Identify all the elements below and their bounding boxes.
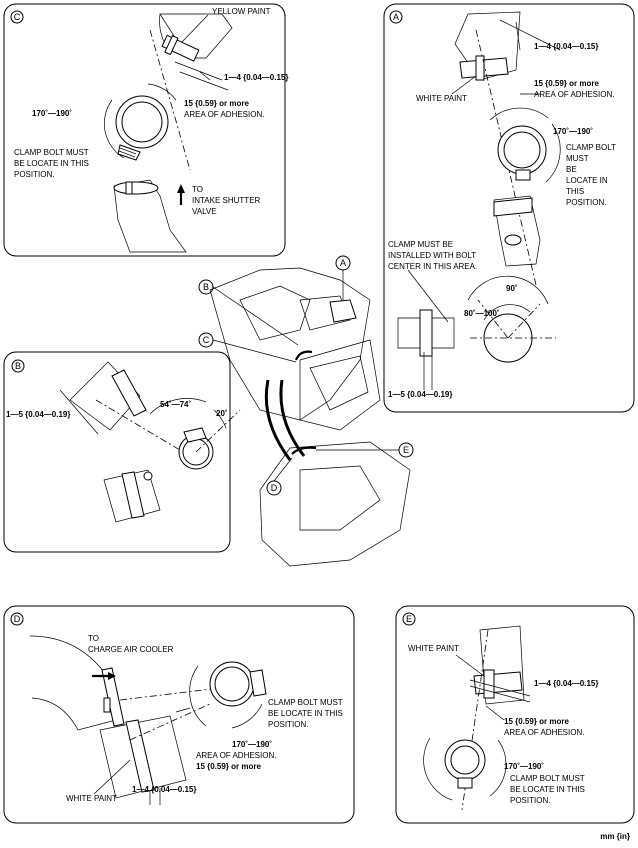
c-clamp-line3: POSITION. — [14, 170, 54, 179]
panel-b: B 1—5 {0.04—0.19} 54˚—74˚ 20˚ — [3, 351, 241, 553]
d-clamp-line1: CLAMP BOLT MUST — [268, 698, 343, 707]
panel-e-label: E — [406, 614, 412, 624]
e-white-paint: WHITE PAINT — [408, 644, 459, 653]
c-to-line3: VALVE — [192, 207, 217, 216]
panel-d-label: D — [14, 614, 21, 624]
panel-b-label: B — [15, 361, 21, 371]
d-clamp-line3: POSITION. — [268, 720, 308, 729]
c-yellow-paint-label: YELLOW PAINT — [212, 7, 271, 16]
a-angle: 170˚—190˚ — [553, 127, 593, 136]
a-adhesion-value: 15 {0.59} or more — [534, 79, 599, 88]
panel-d-marker — [10, 612, 24, 626]
units-label: mm {in} — [600, 832, 630, 841]
d-clamp-line2: BE LOCATE IN THIS — [268, 709, 343, 718]
e-gap: 1—4 {0.04—0.15} — [534, 679, 599, 688]
engine-callout-e: E — [403, 445, 409, 455]
panel-c-marker — [10, 10, 24, 24]
panel-c-label: C — [14, 12, 21, 22]
a-clamp-line6: POSITION. — [566, 198, 606, 207]
a-gap-bottom: 1—5 {0.04—0.19} — [388, 390, 453, 399]
a-clamp-line4: LOCATE IN — [566, 176, 608, 185]
engine-callout-c: C — [203, 335, 210, 345]
c-adhesion-text: AREA OF ADHESION. — [184, 110, 264, 119]
engine-callout-b: B — [203, 282, 209, 292]
c-angle: 170˚—190˚ — [32, 109, 72, 118]
d-adhesion-text: AREA OF ADHESION. — [196, 751, 276, 760]
panel-c: C YELLOW PAINT 1—4 {0.04—0.15} 15 {0.59}… — [3, 3, 289, 257]
c-to-line2: INTAKE SHUTTER — [192, 196, 261, 205]
e-adhesion-text: AREA OF ADHESION. — [504, 728, 584, 737]
panel-e-marker — [402, 612, 416, 626]
e-clamp-line1: CLAMP BOLT MUST — [510, 774, 585, 783]
e-angle: 170˚—190˚ — [504, 762, 544, 771]
b-angle-range: 54˚—74˚ — [160, 400, 191, 409]
a-install-line3: CENTER IN THIS AREA. — [388, 262, 477, 271]
a-angle-80-100: 80˚—100˚ — [464, 309, 500, 318]
c-to-line1: TO — [192, 185, 203, 194]
a-clamp-line1: CLAMP BOLT — [566, 143, 616, 152]
a-clamp-line2: MUST — [566, 154, 589, 163]
panel-b-marker — [11, 359, 25, 373]
b-angle-20: 20˚ — [216, 409, 228, 418]
e-adhesion-value: 15 {0.59} or more — [504, 717, 569, 726]
a-angle-90: 90˚ — [506, 284, 518, 293]
d-to-line2: CHARGE AIR COOLER — [88, 645, 174, 654]
d-to-line1: TO — [88, 634, 99, 643]
c-clamp-line2: BE LOCATE IN THIS — [14, 159, 89, 168]
panel-a-marker — [389, 10, 403, 24]
d-gap: 1—4 {0.04—0.15} — [132, 785, 197, 794]
a-gap-top: 1—4 {0.04—0.15} — [534, 42, 599, 51]
c-clamp-line1: CLAMP BOLT MUST — [14, 148, 89, 157]
d-adhesion-value: 15 {0.59} or more — [196, 762, 261, 771]
e-clamp-line3: POSITION. — [510, 796, 550, 805]
panel-a-label: A — [393, 12, 399, 22]
c-adhesion-value: 15 {0.59} or more — [184, 99, 249, 108]
engine-callout-d: D — [271, 483, 278, 493]
panel-a: A 1—4 {0.04—0.15} 15 {0.59} or more — [383, 3, 635, 413]
e-clamp-line2: BE LOCATE IN THIS — [510, 785, 585, 794]
d-white-paint: WHITE PAINT — [66, 794, 117, 803]
a-clamp-line3: BE — [566, 165, 577, 174]
a-install-line1: CLAMP MUST BE — [388, 240, 453, 249]
engine-assembly: A B C E D — [198, 255, 414, 567]
a-white-paint: WHITE PAINT — [416, 94, 467, 103]
a-clamp-line5: THIS — [566, 187, 584, 196]
b-gap: 1—5 {0.04—0.19} — [6, 410, 71, 419]
a-adhesion-text: AREA OF ADHESION. — [534, 90, 614, 99]
c-gap-dimension: 1—4 {0.04—0.15} — [224, 73, 289, 82]
panel-e: E WHITE PAINT 1—4 {0.04—0.15} 15 {0.59} … — [395, 605, 635, 824]
d-angle: 170˚—190˚ — [232, 740, 272, 749]
a-install-line2: INSTALLED WITH BOLT — [388, 251, 476, 260]
panel-d: D TO CHARGE AIR COOLER CLAMP BOLT MUST B… — [3, 605, 355, 824]
engine-callout-a: A — [340, 258, 346, 268]
